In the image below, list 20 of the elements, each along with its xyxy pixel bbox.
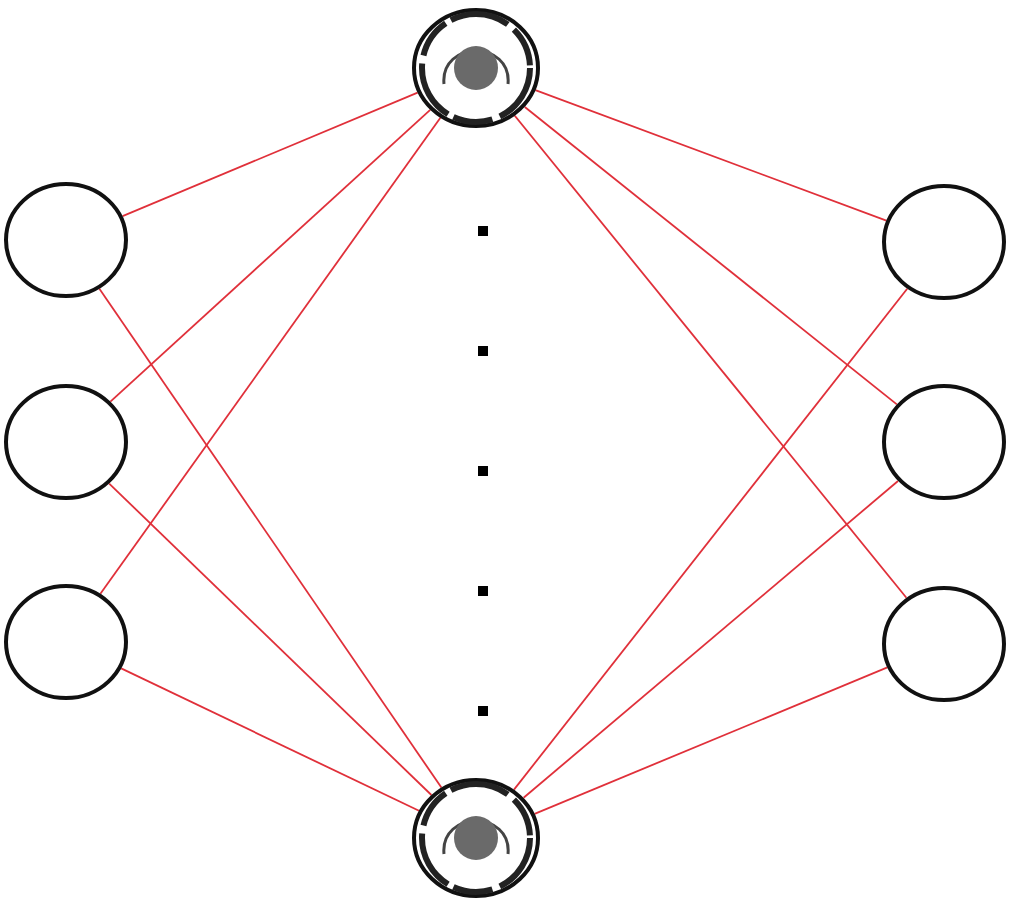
connection-line — [533, 666, 889, 815]
connection-line — [513, 287, 909, 791]
input-output-node — [4, 384, 128, 500]
connection-line — [523, 106, 898, 406]
connection-line — [534, 89, 888, 222]
connection-line — [120, 667, 420, 812]
input-output-node — [4, 182, 128, 298]
connection-line — [522, 480, 899, 799]
connection-line — [98, 287, 443, 789]
input-output-node — [882, 586, 1006, 702]
neuron-node — [412, 8, 540, 128]
connection-line — [109, 108, 432, 403]
connection-line — [108, 482, 433, 796]
input-output-node — [882, 184, 1006, 300]
connection-line — [513, 114, 908, 599]
neuron-node — [412, 778, 540, 898]
input-output-node — [4, 584, 128, 700]
connection-line — [99, 116, 442, 595]
input-output-node — [882, 384, 1006, 500]
connection-line — [121, 91, 419, 218]
